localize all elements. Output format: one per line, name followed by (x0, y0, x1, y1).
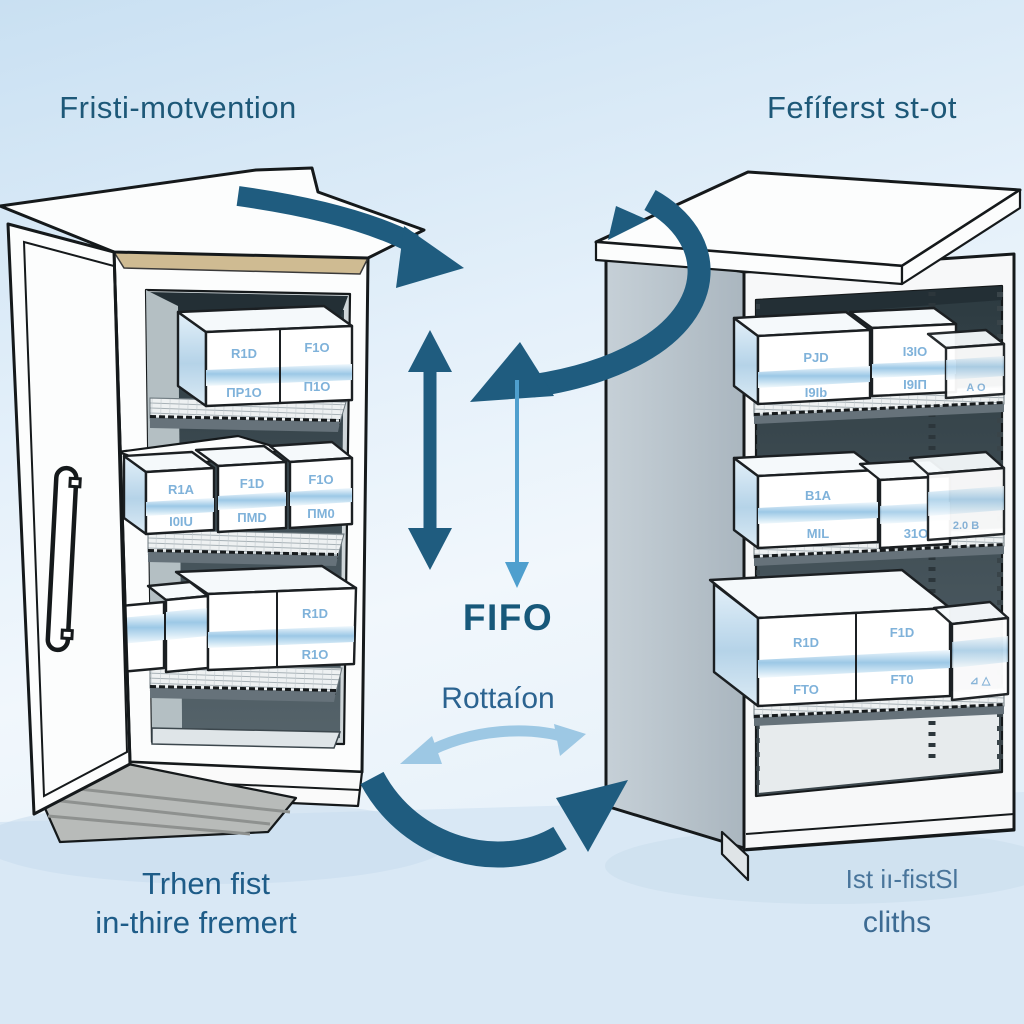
arrow-thin-down (505, 380, 529, 588)
stock-box-small: ⊿ △ (932, 600, 1010, 702)
box-label: R1D (231, 346, 257, 361)
box-label: F1O (304, 340, 329, 355)
box-label: ΠP1O (226, 385, 261, 400)
fridge-top-surface (0, 166, 426, 260)
caption-left-line2: in-thire fremert (95, 905, 297, 940)
stock-box-small (146, 580, 210, 674)
box-label: Π1O (304, 379, 331, 394)
box-label: F1D (240, 476, 265, 491)
stock-box: F1D ΠMD (194, 444, 288, 534)
left-shelf-top (149, 397, 347, 432)
fridge-door (6, 222, 132, 816)
caption-right-line1: Ist iı-fistSl (846, 864, 959, 894)
box-label: ΠMD (237, 510, 267, 525)
box-label: F1O (308, 472, 333, 487)
title-right: Fefíferst st-ot (767, 90, 957, 125)
box-label: PJD (803, 350, 828, 365)
fridge-door-inner-line (22, 240, 129, 798)
stock-box-large: R1D FTO F1D FT0 (708, 568, 952, 708)
stock-box-small: A O (926, 328, 1006, 400)
box-label: R1D (793, 635, 819, 650)
stock-box: F1O ΠM0 (268, 440, 354, 530)
box-label: 2.0 B (953, 520, 979, 532)
fifo-label: FIFO (463, 597, 553, 638)
box-label: MIL (807, 526, 829, 541)
box-label: ΠM0 (307, 506, 334, 521)
arrow-vertical-double (408, 330, 452, 570)
box-label: ⊿ △ (970, 675, 991, 687)
box-label: FTO (793, 682, 819, 697)
right-unit-top-fascia-right (900, 188, 1022, 286)
box-label: I9IΠ (903, 377, 927, 392)
box-label: A O (966, 382, 986, 394)
arrow-transfer-curve (470, 189, 711, 402)
stock-box: B1A MIL (732, 450, 880, 550)
stock-box: PJD I9Ib (732, 310, 872, 406)
left-shelf-bottom (149, 663, 343, 702)
box-label: 31O (904, 526, 929, 541)
left-shelf-middle (147, 529, 345, 566)
arrows (236, 186, 711, 868)
stock-box: R1D ΠP1O F1O Π1O (176, 304, 354, 408)
fridge-floor (151, 727, 342, 749)
box-label: B1A (805, 488, 832, 503)
arrow-rotation-double (400, 724, 586, 764)
arrow-bottom-swoosh (360, 771, 628, 868)
arrow-out-of-freezer (236, 186, 464, 288)
box-label: R1O (302, 647, 329, 662)
stock-box-large: R1D R1O (174, 564, 358, 672)
box-label: I9Ib (805, 385, 827, 400)
box-label: R1A (168, 482, 195, 497)
stock-box-small: 2.0 B (908, 450, 1006, 542)
left-refrigerator: R1D ΠP1O F1O Π1O R1A I0IU F1D ΠMD F1O (0, 166, 426, 844)
box-label: I3IO (903, 344, 928, 359)
right-unit-base-lines (745, 813, 1015, 850)
right-unit-foot (720, 830, 750, 882)
right-shelving-unit: PJD I9Ib I3IO I9IΠ A O B1A MIL (594, 170, 1022, 882)
stock-box: R1A I0IU (122, 450, 216, 536)
title-left: Fristi-motvention (59, 90, 297, 125)
fridge-door-handle (45, 465, 82, 653)
stock-box: I3IO I9IΠ (848, 306, 958, 398)
box-label: FT0 (890, 672, 913, 687)
box-label: I0IU (169, 514, 193, 529)
right-fridge-shadow (605, 828, 1024, 904)
caption-right-line2: cliths (863, 906, 931, 939)
right-unit-interior-top-shade (756, 286, 1002, 318)
caption-left-line1: Trhen fist (142, 866, 270, 901)
rotation-label: Rottaíon (441, 682, 554, 715)
box-label: F1D (890, 625, 915, 640)
box-label: R1D (302, 606, 328, 621)
